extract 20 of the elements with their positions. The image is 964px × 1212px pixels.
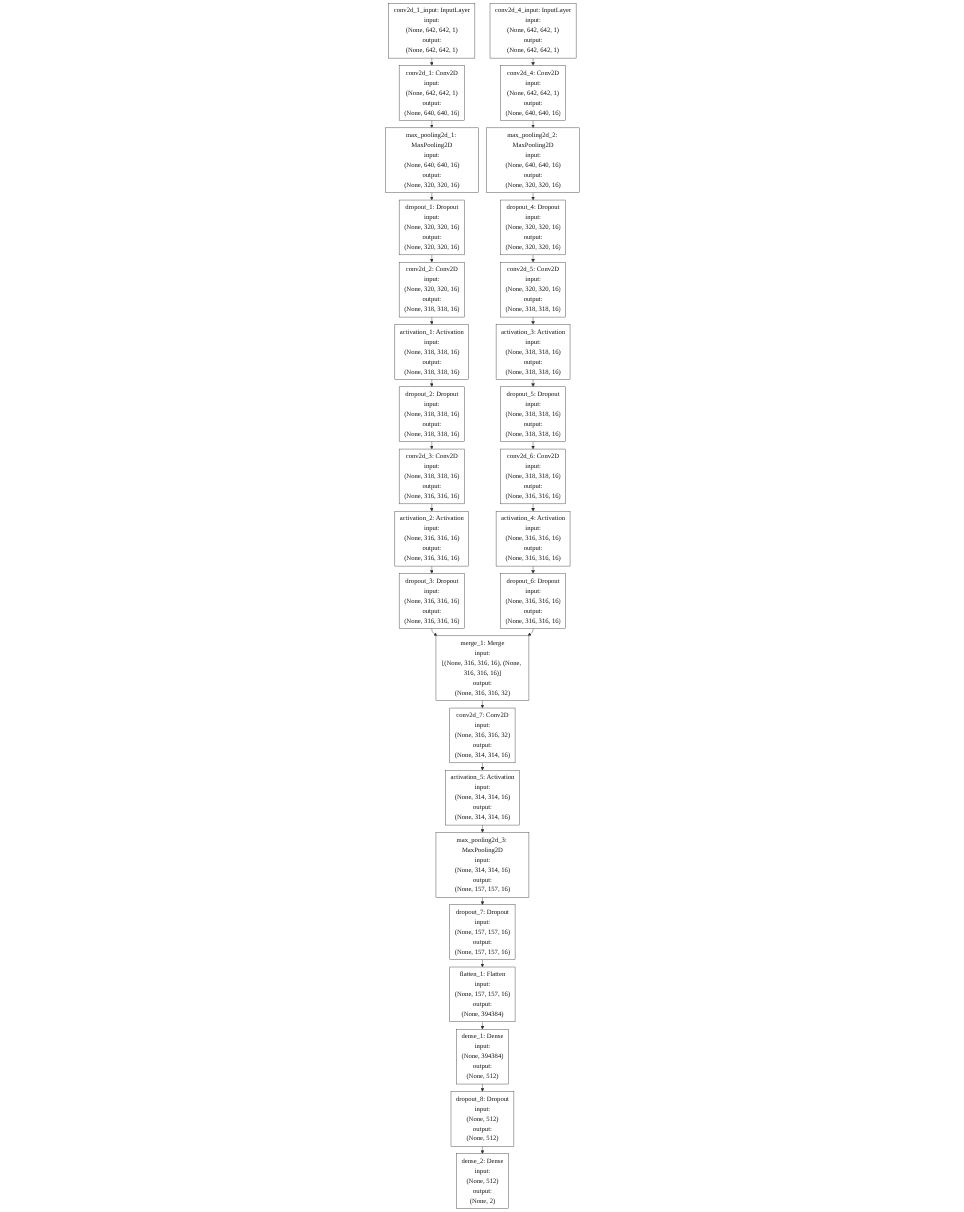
arrow <box>530 120 535 128</box>
arrow <box>429 120 434 128</box>
arrow <box>530 441 535 450</box>
arrow <box>429 565 434 574</box>
arrow <box>480 700 484 709</box>
arrow <box>480 1021 484 1030</box>
arrow <box>429 503 434 512</box>
arrow <box>429 254 434 263</box>
arrow <box>530 316 535 325</box>
arrow <box>429 316 434 325</box>
arrow <box>480 897 484 905</box>
arrow <box>429 441 434 450</box>
arrow <box>480 762 484 771</box>
arrow <box>480 1146 484 1154</box>
arrow <box>530 379 535 387</box>
arrow <box>530 503 535 512</box>
arrow <box>530 192 535 201</box>
arrow <box>429 192 434 201</box>
arrow <box>530 254 535 263</box>
arrow <box>480 959 484 968</box>
